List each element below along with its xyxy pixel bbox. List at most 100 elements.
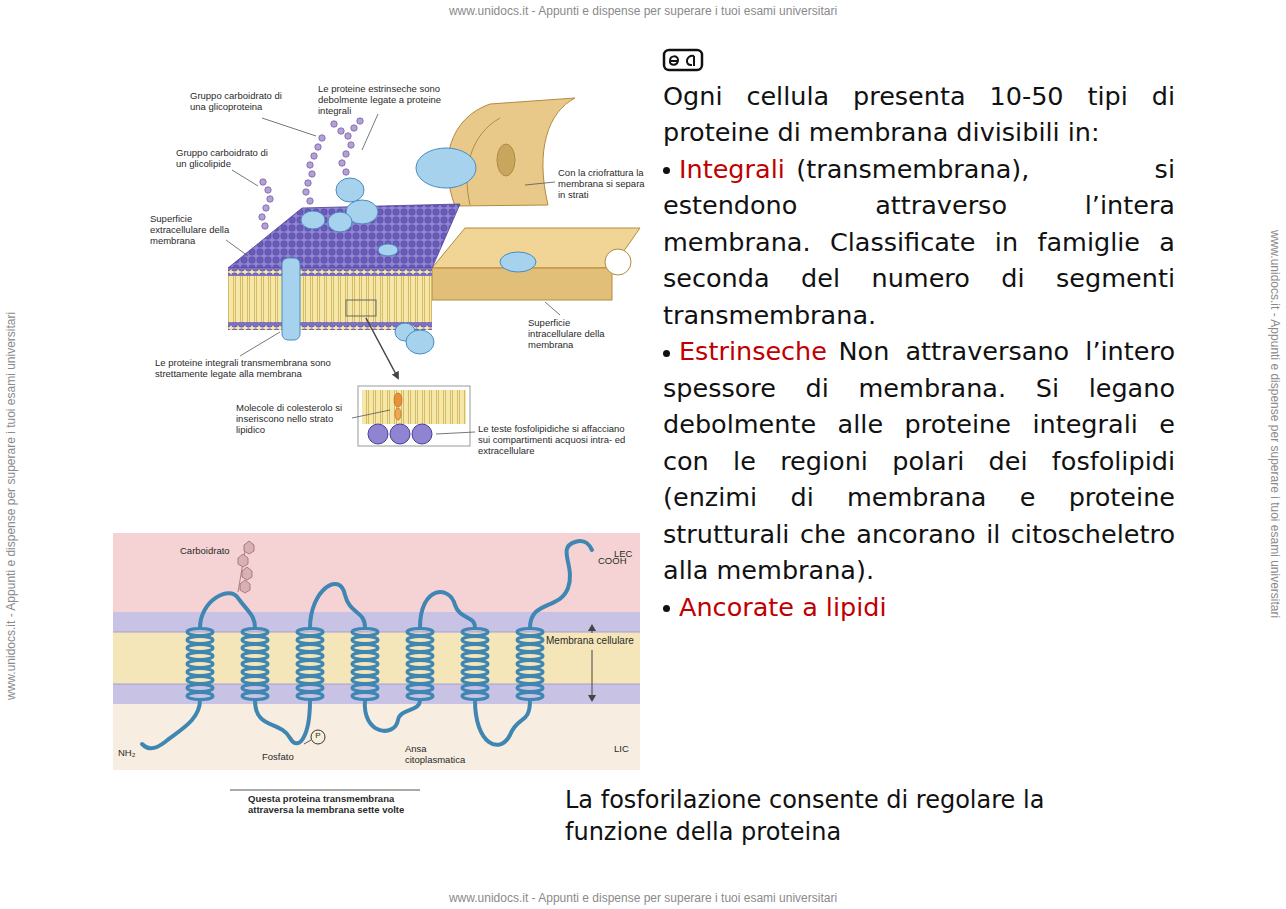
- callout-label: Gruppo carboidrato di un glicolipide: [176, 148, 271, 170]
- seven-tm-protein-part: [238, 541, 254, 593]
- membrane-3d-part-part: [262, 223, 268, 229]
- watermark: www.unidocs.it - Appunti e dispense per …: [4, 312, 18, 700]
- membrane-3d-part-part: [267, 196, 273, 202]
- membrane-3d-part-part: [345, 133, 351, 139]
- seven-tm-protein-part-part: [238, 554, 248, 567]
- membrane-3d-part-part: [265, 187, 271, 193]
- membrane-3d-part-part: [226, 240, 248, 256]
- note-text: La fosforilazione consente di regolare l…: [565, 784, 1085, 848]
- membrane-3d-part: [228, 268, 432, 276]
- membrane-3d-part-part: [331, 121, 337, 127]
- seven-tm-protein-part: [592, 650, 593, 700]
- membrane-3d-part-part: [232, 170, 258, 186]
- membrane-3d-part-part: [263, 205, 269, 211]
- membrane-3d-part: [366, 318, 398, 378]
- membrane-3d-part: [226, 114, 560, 434]
- membrane-3d-part-part: [240, 332, 280, 356]
- seven-tm-protein-part-part: [242, 567, 252, 580]
- membrane-3d-part-part: [260, 179, 266, 185]
- seven-tm-protein: [113, 533, 640, 790]
- seven-tm-protein-part-part: [142, 700, 200, 748]
- membrane-3d-part-part: [351, 125, 357, 131]
- membrane-3d-part: [605, 249, 631, 275]
- membrane-3d-part: [282, 258, 300, 340]
- membrane-3d-part-part: [259, 214, 265, 220]
- seven-tm-protein-part-part: [310, 584, 365, 628]
- seven-tm-protein-part: [407, 628, 433, 699]
- callout-label: Le proteine integrali transmembrana sono…: [155, 358, 350, 380]
- seven-tm-protein-part: [230, 790, 420, 791]
- membrane-3d-part: [432, 268, 612, 300]
- callout-label: Gruppo carboidrato di una glicoproteina: [190, 91, 300, 113]
- seven-tm-protein-part-part: [255, 700, 310, 743]
- membrane-3d-part: [412, 424, 432, 444]
- membrane-3d-part: [301, 211, 325, 229]
- membrane-3d-part: [378, 244, 398, 256]
- membrane-3d-part-part: [525, 182, 555, 185]
- membrane-3d-part-part: [436, 432, 475, 434]
- seven-tm-protein-part-part: [420, 592, 475, 628]
- membrane-3d-part-part: [307, 162, 313, 168]
- membrane-3d-part-part: [343, 151, 349, 157]
- slide-icon: [664, 50, 702, 70]
- part-label: Carboidrato: [180, 546, 238, 557]
- membrane-3d-part: [497, 144, 515, 176]
- membrane-3d-part-part: [357, 118, 363, 124]
- membrane-3d-part: [228, 268, 432, 330]
- seven-tm-protein-part: [242, 628, 268, 699]
- seven-tm-protein-part-part: [365, 700, 420, 731]
- seven-tm-protein-part: [297, 628, 323, 699]
- seven-tm-protein-part: [113, 704, 640, 770]
- part-label: Ansa citoplasmatica: [405, 744, 485, 766]
- text-paragraph: EstrinsecheNon attraversano l’intero spe…: [663, 333, 1175, 588]
- membrane-3d-part-part: [262, 118, 316, 136]
- membrane-3d-part-part: [307, 198, 313, 204]
- symbol-letter: P: [311, 731, 325, 740]
- membrane-3d-part: [228, 204, 460, 268]
- membrane-3d-part-part: [305, 180, 311, 186]
- bullet-heading: Ancorate a lipidi: [679, 592, 887, 622]
- membrane-3d-part-part: [309, 171, 315, 177]
- seven-tm-protein-part: [311, 730, 325, 744]
- callout-label: Superficie extracellulare della membrana: [150, 214, 230, 247]
- membrane-3d-part: [358, 386, 470, 446]
- callout-label: Superficie intracellulare della membrana: [528, 318, 613, 351]
- slide-icon-part: [670, 56, 678, 64]
- body-text: Non attraversano l’intero spessore di me…: [663, 336, 1175, 585]
- seven-tm-protein-part-part: [244, 541, 254, 554]
- seven-tm-protein-part: [187, 628, 213, 699]
- watermark: www.unidocs.it - Appunti e dispense per …: [0, 891, 1286, 905]
- seven-tm-protein-part: [304, 740, 311, 744]
- membrane-3d-part: [390, 424, 410, 444]
- membrane-3d-part: [395, 408, 401, 420]
- membrane-3d-part: [406, 330, 434, 354]
- membrane-3d-part-part: [545, 302, 560, 315]
- membrane-3d-part: [362, 390, 466, 424]
- watermark: www.unidocs.it - Appunti e dispense per …: [0, 4, 1286, 18]
- seven-tm-protein-part: [142, 541, 592, 748]
- membrane-3d-part-part: [319, 135, 325, 141]
- membrane-3d-part: [336, 178, 364, 202]
- membrane-3d-part-part: [352, 410, 390, 418]
- bullet-heading: Estrinseche: [679, 336, 827, 366]
- region-label: LIC: [614, 744, 640, 755]
- figure-caption: Questa proteina transmembrana attraversa…: [248, 794, 428, 816]
- membrane-3d-part: [416, 148, 476, 188]
- membrane-3d-part: [259, 118, 363, 229]
- membrane-3d-part: [328, 212, 352, 232]
- text-paragraph: Ogni cellula presenta 10-50 tipi di prot…: [663, 78, 1175, 151]
- terminus-label: NH₂: [118, 748, 148, 759]
- body-text: Ogni cellula presenta 10-50 tipi di prot…: [663, 81, 1175, 147]
- slide-icon-part: [687, 56, 694, 66]
- membrane-3d-part: [394, 393, 402, 407]
- membrane-3d-part-part: [362, 114, 378, 150]
- membrane-3d-part-part: [338, 128, 344, 134]
- seven-tm-protein-part-part: [200, 593, 255, 628]
- seven-tm-protein-part: [588, 695, 596, 702]
- callout-label: Le proteine estrinseche sono debolmente …: [318, 84, 473, 117]
- seven-tm-protein-part-part: [530, 541, 592, 628]
- membrane-3d-part-part: [339, 160, 345, 166]
- slide-icon-part: [664, 50, 702, 70]
- part-label: Fosfato: [262, 752, 307, 763]
